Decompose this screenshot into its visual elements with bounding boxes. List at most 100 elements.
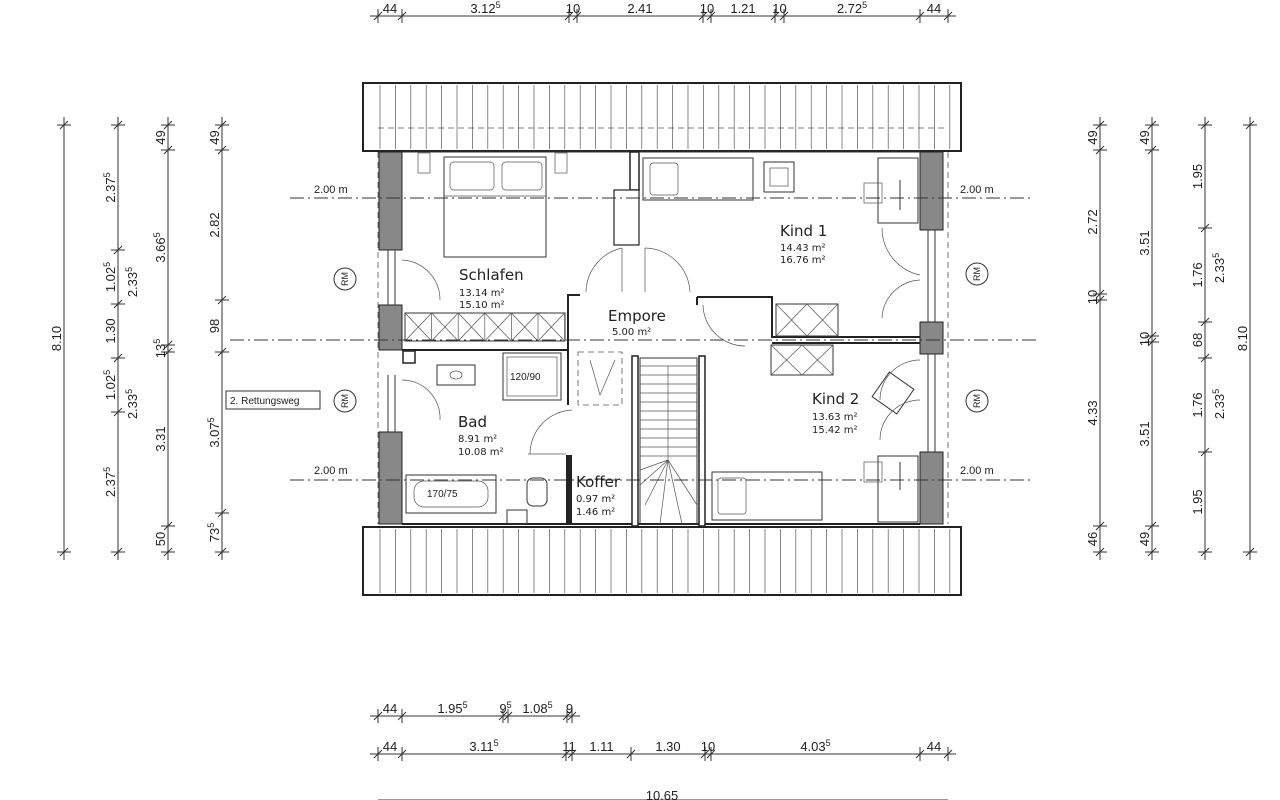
- bathtub-label: 170/75: [427, 489, 458, 500]
- dim-label: 10: [566, 1, 580, 16]
- height-lines: [230, 197, 1040, 481]
- dim-label: 8.10: [49, 326, 64, 351]
- room-area-koffer-2: 1.46 m²: [576, 507, 615, 518]
- dim-label: 2.335: [1211, 389, 1227, 419]
- dim-label: 2.41: [627, 1, 652, 16]
- room-area-kind1: 14.43 m²: [780, 243, 826, 254]
- height-label: 2.00 m: [314, 184, 348, 196]
- rm-marker: RM: [965, 262, 989, 286]
- dim-label: 3.665: [152, 232, 168, 262]
- dim-label: 2.725: [837, 0, 867, 16]
- room-name-koffer: Koffer: [576, 473, 621, 491]
- height-label: 2.00 m: [960, 465, 994, 477]
- desk-kind1: [863, 157, 919, 224]
- room-name-schlafen: Schlafen: [459, 266, 524, 284]
- wardrobe-kind1: [775, 303, 839, 337]
- staircase: [639, 357, 698, 525]
- dim-label: 10: [772, 1, 786, 16]
- bed-schlafen: [417, 152, 568, 258]
- room-area-koffer: 0.97 m²: [576, 494, 615, 505]
- dim-label: 44: [927, 1, 941, 16]
- roof-top: [362, 82, 962, 152]
- dim-label: 44: [383, 739, 397, 754]
- svg-text:2. Rettungsweg: 2. Rettungsweg: [230, 396, 300, 407]
- room-name-bad: Bad: [458, 413, 487, 431]
- dim-label: 49: [1085, 130, 1100, 144]
- dim-label: 4.33: [1085, 400, 1100, 425]
- dim-label: 3.075: [206, 417, 222, 447]
- svg-text:RM: RM: [972, 267, 982, 281]
- room-area-kind2: 13.63 m²: [812, 412, 858, 423]
- empore-arrow: [589, 359, 616, 397]
- dim-label: 44: [383, 701, 397, 716]
- dim-label: 2.335: [100, 0, 130, 3]
- dim-label: 44: [927, 739, 941, 754]
- dim-label: 9: [566, 701, 573, 716]
- dim-label: 4.035: [800, 738, 830, 754]
- bed-kind2: [711, 471, 823, 521]
- dim-label: 1.025: [102, 262, 118, 292]
- dimension-bottom-total: 10.65: [378, 788, 948, 800]
- dim-label: 50: [153, 532, 168, 546]
- dim-label: 8.10: [1235, 326, 1250, 351]
- dim-label: 1.11: [589, 739, 613, 754]
- dim-label: 2.82: [207, 212, 222, 237]
- wardrobe-kind2: [770, 344, 834, 376]
- chair-kind2: [871, 371, 915, 415]
- dim-label: 10: [1085, 290, 1100, 304]
- room-name-kind2: Kind 2: [812, 390, 859, 408]
- rettungsweg-label: 2. Rettungsweg: [225, 390, 321, 410]
- dim-label: 1.955: [437, 700, 467, 716]
- dim-label: 1.30: [103, 318, 118, 343]
- dim-label: 3.51: [1137, 421, 1152, 446]
- interior-walls: [402, 151, 920, 527]
- dim-label: 98: [207, 319, 222, 333]
- dim-label: 1.95: [1190, 489, 1205, 514]
- dim-label: 3.31: [153, 426, 168, 451]
- dim-label: 49: [1137, 532, 1152, 546]
- roof-bottom: [362, 526, 962, 596]
- svg-text:RM: RM: [972, 394, 982, 408]
- outer-walls: [377, 151, 949, 525]
- room-area-kind1-2: 16.76 m²: [780, 255, 826, 266]
- wardrobe-schlafen: [404, 312, 566, 342]
- height-label: 2.00 m: [314, 465, 348, 477]
- dim-label: 2.335: [100, 0, 130, 3]
- dim-label: 1.21: [730, 1, 755, 16]
- dim-label: 1.30: [655, 739, 680, 754]
- rm-marker: RM: [333, 267, 357, 291]
- dim-label: 10: [700, 1, 714, 16]
- dim-label: 1.085: [522, 700, 552, 716]
- svg-text:RM: RM: [340, 272, 350, 286]
- dim-label: 1.76: [1190, 392, 1205, 417]
- dim-label: 3.115: [469, 738, 498, 754]
- dim-label: 135: [152, 339, 168, 358]
- dim-label: 46: [1085, 532, 1100, 546]
- dim-label: 1.95: [1190, 164, 1205, 189]
- rm-marker: RM: [965, 389, 989, 413]
- dim-label: 10: [1137, 332, 1152, 346]
- dim-label: 735: [206, 523, 222, 542]
- bath-fixtures: [405, 352, 562, 525]
- room-area-bad-2: 10.08 m²: [458, 447, 504, 458]
- room-name-kind1: Kind 1: [780, 222, 827, 240]
- dim-label: 3.125: [470, 0, 500, 16]
- dim-label: 44: [383, 1, 397, 16]
- room-area-kind2-2: 15.42 m²: [812, 425, 858, 436]
- room-area-empore: 5.00 m²: [612, 327, 651, 338]
- dim-label: 49: [153, 130, 168, 144]
- desk-kind2: [863, 455, 919, 523]
- doors: [401, 227, 921, 455]
- dimension-right: 492.72104.3346493.51103.51491.951.76681.…: [1085, 117, 1257, 560]
- dim-label: 49: [1137, 130, 1152, 144]
- dim-label: 3.51: [1137, 230, 1152, 255]
- dim-label: 1.76: [1190, 262, 1205, 287]
- dim-label: 2.375: [102, 467, 118, 497]
- dim-label: 2.375: [102, 172, 118, 202]
- empore-dashed: [577, 351, 623, 406]
- svg-text:RM: RM: [340, 394, 350, 408]
- dim-label: 11: [562, 739, 576, 754]
